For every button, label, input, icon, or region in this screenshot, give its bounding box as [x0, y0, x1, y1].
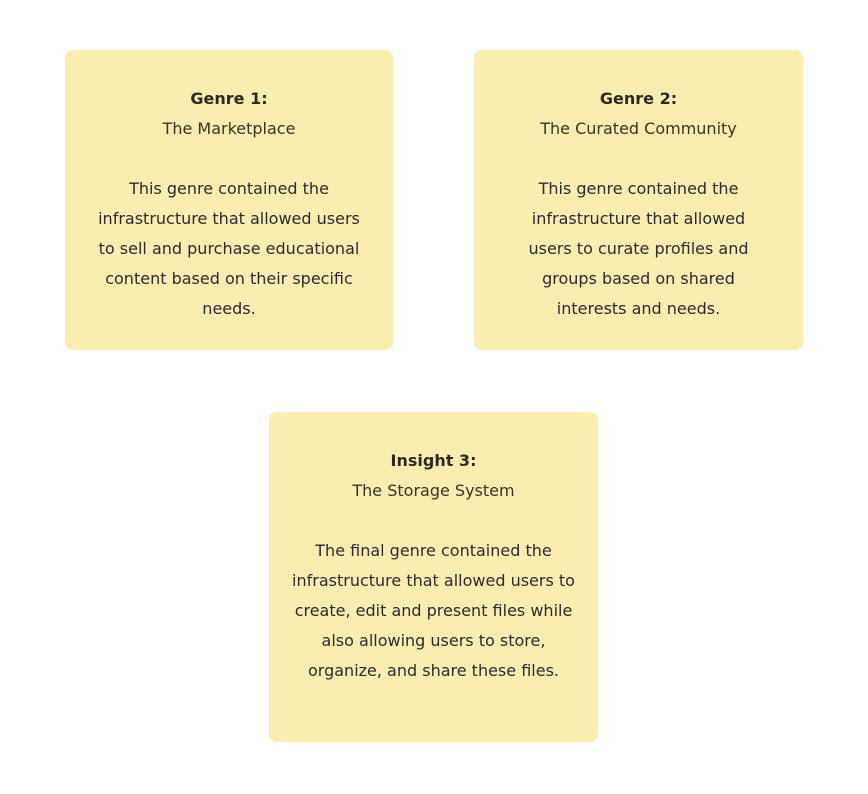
- card-heading: Genre 2:: [599, 89, 678, 108]
- card-heading: Genre 1:: [190, 89, 268, 108]
- card-subtitle: The Curated Community: [540, 119, 737, 138]
- card-subtitle: The Storage System: [352, 481, 515, 500]
- genre-card-marketplace: Genre 1: The Marketplace This genre cont…: [65, 50, 393, 350]
- genre-card-curated-community: Genre 2: The Curated Community This genr…: [474, 50, 803, 350]
- card-description: The final genre contained the infrastruc…: [292, 541, 575, 680]
- card-description: This genre contained the infrastructure …: [528, 179, 749, 318]
- card-heading: Insight 3:: [390, 451, 477, 470]
- insight-card-storage-system: Insight 3: The Storage System The final …: [269, 412, 598, 742]
- card-subtitle: The Marketplace: [162, 119, 296, 138]
- card-description: This genre contained the infrastructure …: [98, 179, 360, 318]
